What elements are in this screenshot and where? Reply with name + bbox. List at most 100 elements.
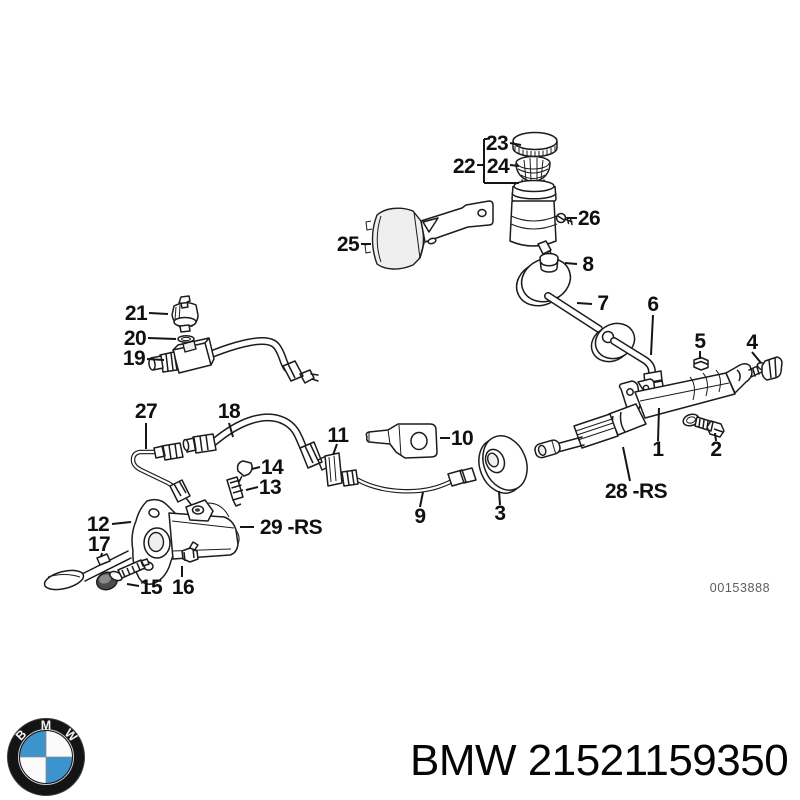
- part-label-1: 1: [652, 438, 664, 461]
- clutch-parts-diagram: 23 22 24 26 25 8 7 6 5 4 21 20 19 27 18 …: [43, 131, 783, 599]
- hose19-end-fitting: [282, 360, 315, 384]
- part-label-19: 19: [123, 347, 145, 370]
- part-label-5: 5: [694, 330, 706, 353]
- pushrod-tip: [534, 439, 561, 459]
- bracket10-folds: [368, 424, 402, 457]
- strainer-mesh: [516, 157, 550, 182]
- part-label-18: 18: [218, 400, 241, 423]
- strap-slot: [427, 237, 437, 245]
- grommet-disc3: [478, 435, 528, 494]
- pushrod: [555, 436, 585, 453]
- bracket10-hole: [410, 431, 428, 451]
- bolt2: [694, 416, 725, 438]
- pushrod-sleeve: [573, 413, 619, 449]
- switch-stem: [179, 324, 191, 333]
- roundel-band-ring: [18, 729, 74, 785]
- reservoir-cap-ribs: [514, 146, 556, 158]
- roundel-quadrant-bl: [20, 757, 46, 783]
- nut5: [693, 356, 709, 371]
- reservoir-body: [509, 200, 557, 247]
- part-label-26: 26: [578, 207, 600, 230]
- part-label-29rs: 29 -RS: [260, 516, 323, 539]
- elbow14: [236, 460, 253, 483]
- bolt2-washer-inner: [686, 416, 696, 424]
- flange-hole-top: [148, 508, 160, 518]
- bolt15-head-shine: [99, 574, 111, 584]
- nut16: [181, 541, 199, 563]
- part-label-24: 24: [487, 155, 510, 178]
- part-label-17: 17: [88, 533, 110, 556]
- bmw-logo: B M W: [2, 714, 92, 800]
- watermark: 00153888: [710, 581, 770, 595]
- shield-strap: [420, 200, 494, 243]
- o-ring-inner: [181, 336, 191, 342]
- part-label-28rs: 28 -RS: [605, 480, 668, 503]
- part-label-21: 21: [125, 302, 148, 325]
- tube7-core: [545, 293, 602, 332]
- hose9-right-fitting: [447, 467, 477, 487]
- hose18-right-fitting: [299, 441, 331, 471]
- ear1-hole: [626, 388, 634, 396]
- part-label-11: 11: [327, 424, 349, 447]
- part-labels: 23 22 24 26 25 8 7 6 5 4 21 20 19 27 18 …: [87, 132, 759, 599]
- part-label-20: 20: [124, 327, 146, 350]
- hose18-left-fitting: [184, 433, 217, 454]
- clevis: [725, 362, 753, 394]
- heat-shield-plate: [371, 207, 425, 270]
- part-label-6: 6: [647, 293, 658, 316]
- part-label-15: 15: [140, 576, 163, 599]
- paddle-line: [47, 574, 81, 578]
- part-number-title: BMW 21521159350: [410, 736, 789, 785]
- hose19-core: [204, 338, 290, 371]
- part-label-13: 13: [259, 476, 281, 499]
- part-label-23: 23: [486, 132, 508, 155]
- hose19-port: [182, 340, 197, 353]
- part-label-22: 22: [453, 155, 475, 178]
- bleeder13: [226, 476, 244, 507]
- part-label-4: 4: [746, 331, 758, 354]
- part-label-25: 25: [337, 233, 360, 256]
- leader-lines: [100, 138, 762, 587]
- rod4: [748, 362, 767, 378]
- part-label-14: 14: [261, 456, 284, 479]
- bolt15-shaft: [117, 558, 150, 579]
- bmw-roundel: B M W: [7, 718, 85, 796]
- reservoir-cap: [512, 131, 558, 158]
- roundel-cross-lines: [20, 731, 72, 783]
- part-label-9: 9: [414, 505, 425, 528]
- part-label-16: 16: [172, 576, 194, 599]
- hose18-core: [210, 414, 308, 454]
- switch-hose-drawing: [148, 295, 319, 384]
- roundel-quadrant-br: [46, 757, 72, 783]
- cylinder-body: [634, 372, 736, 419]
- part-label-8: 8: [582, 253, 594, 276]
- clip11-slots: [328, 455, 337, 483]
- bolt4-head: [761, 356, 783, 381]
- hose9-core: [356, 478, 452, 493]
- hose19-end-prongs: [310, 373, 319, 382]
- hose9-left-fitting: [341, 469, 359, 487]
- clamp-screw: [555, 212, 573, 226]
- part-label-2: 2: [710, 438, 721, 461]
- part-label-12: 12: [87, 513, 109, 536]
- pipe27-fitting: [153, 442, 184, 461]
- clip11: [324, 452, 343, 487]
- grommet8: [539, 252, 559, 273]
- strap-gusset: [419, 217, 439, 259]
- roundel-quadrant-tr: [46, 731, 72, 757]
- cylinder-body-lines: [639, 369, 730, 402]
- flange-boss-bore: [147, 531, 165, 553]
- bmw-logo-letter-m: M: [41, 719, 51, 733]
- slave-cylinder-drawing: [43, 498, 240, 591]
- heat-shield-drawing: [364, 200, 494, 270]
- roundel-quadrant-tl: [20, 731, 46, 757]
- slave-inlet-bore: [195, 508, 200, 512]
- pipes-drawing: [130, 413, 528, 508]
- slave-rear-hump: [207, 502, 230, 518]
- hose19-block: [172, 337, 215, 374]
- hose18-left-tip: [182, 438, 190, 452]
- part-label-3: 3: [494, 502, 505, 525]
- hose19-tip-end: [148, 357, 156, 371]
- master-cylinder-drawing: [515, 252, 783, 459]
